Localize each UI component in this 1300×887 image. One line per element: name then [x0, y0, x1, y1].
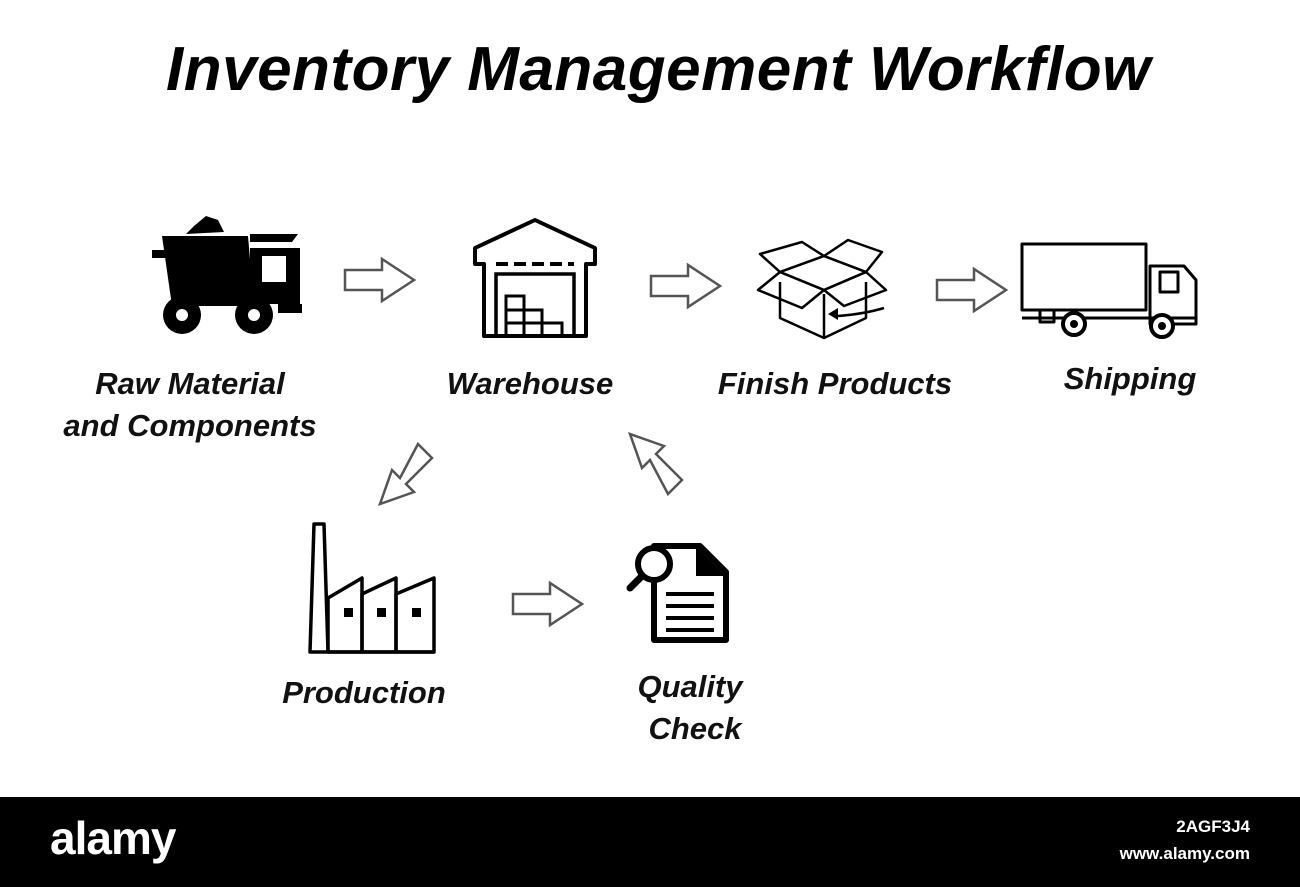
label-shipping: Shipping — [1063, 361, 1197, 396]
diagram-title: Inventory Management Workflow — [166, 35, 1151, 104]
watermark-bar: alamy 2AGF3J4 www.alamy.com — [0, 797, 1300, 887]
document-search-icon — [626, 543, 729, 643]
delivery-truck-icon — [1020, 242, 1198, 339]
image-id: 2AGF3J4 — [1176, 817, 1250, 836]
site-url: www.alamy.com — [1119, 844, 1250, 863]
warehouse-icon — [473, 218, 597, 338]
label-raw-material: Raw Material and Components — [40, 363, 340, 447]
label-warehouse: Warehouse — [446, 366, 614, 401]
label-raw-material-line2: and Components — [63, 408, 317, 443]
alamy-logo: alamy — [50, 812, 176, 864]
label-quality-check: Quality Check — [610, 666, 770, 750]
open-box-icon — [756, 238, 888, 340]
factory-icon — [308, 522, 436, 654]
arrow-quality-to-warehouse — [627, 431, 684, 497]
arrow-warehouse-to-production — [377, 441, 434, 507]
label-quality-check-line1: Quality — [637, 669, 743, 704]
label-production: Production — [282, 675, 446, 710]
dump-truck-icon — [152, 216, 302, 334]
label-raw-material-line1: Raw Material — [95, 366, 285, 401]
label-finish-products: Finish Products — [717, 366, 953, 401]
arrow-finish-to-shipping — [935, 266, 1009, 314]
arrow-production-to-quality — [511, 580, 585, 628]
label-quality-check-line2: Check — [648, 711, 742, 746]
arrow-raw-to-warehouse — [343, 256, 417, 304]
arrow-warehouse-to-finish — [649, 262, 723, 310]
